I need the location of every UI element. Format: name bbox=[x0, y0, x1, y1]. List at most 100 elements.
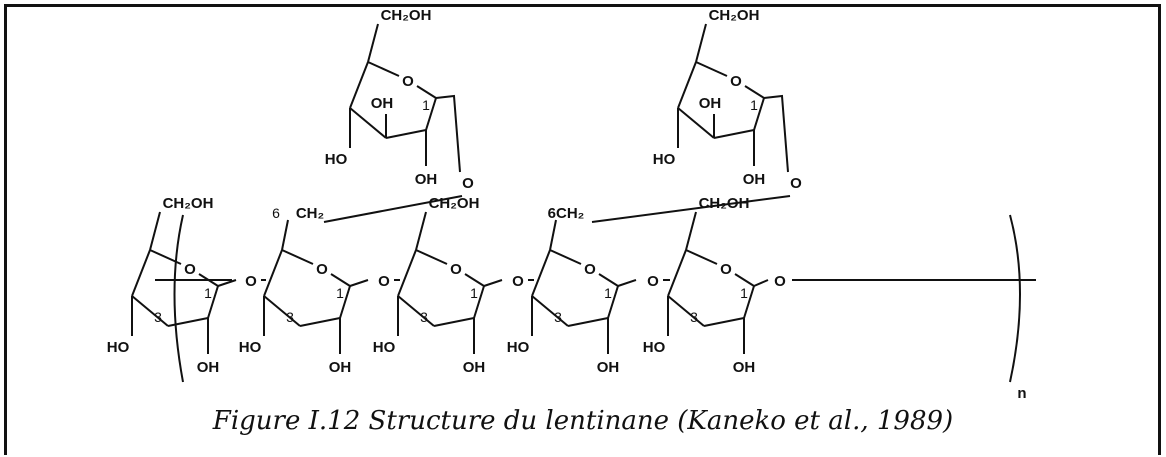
backbone-unit-2-bond-c5-c6 bbox=[281, 219, 289, 251]
backbone-unit-2-ring-oxygen: O bbox=[316, 261, 328, 278]
side-chain-unit-2-bond-o-c1 bbox=[744, 85, 765, 99]
backbone-unit-4-6ch2-label: 6CH₂ bbox=[548, 205, 585, 222]
lentinan-structure-diagram: O1CH₂OHHO3OHO1CH₂HO3OHO1CH₂OHHO3OHO16CH₂… bbox=[107, 7, 1036, 400]
backbone-unit-2-bond-c5-o bbox=[281, 249, 314, 265]
backbone-unit-3-c4-ho-label: HO bbox=[373, 339, 396, 356]
side-chain-unit-2-c2-oh-label: OH bbox=[743, 171, 766, 188]
polymer-bracket-right bbox=[1009, 214, 1021, 383]
side-chain-unit-1-bond-c5-o bbox=[367, 61, 400, 77]
backbone-unit-3-position-3-label: 3 bbox=[420, 309, 428, 325]
glycosidic-oxygen-1: O bbox=[245, 273, 257, 290]
backbone-unit-5-ring-oxygen: O bbox=[720, 261, 732, 278]
atom-labels: O1CH₂OHHO3OHO1CH₂HO3OHO1CH₂OHHO3OHO16CH₂… bbox=[107, 7, 1027, 400]
backbone-unit-3-ring-oxygen: O bbox=[450, 261, 462, 278]
backbone-unit-5-bond-c5-o bbox=[685, 249, 718, 265]
side-chain-unit-1-bond-c4-c5 bbox=[349, 61, 369, 109]
side-chain-unit-2-bond-o-c6 bbox=[591, 195, 791, 223]
backbone-unit-4-bond-c5-c6 bbox=[549, 219, 557, 251]
backbone-unit-1-c2-oh-label: OH bbox=[197, 359, 220, 376]
backbone-unit-5-c2-oh-label: OH bbox=[733, 359, 756, 376]
glycosidic-bond-2a bbox=[349, 279, 369, 287]
backbone-unit-1-position-1-label: 1 bbox=[204, 285, 212, 301]
backbone-unit-3-bond-c4-c5 bbox=[397, 249, 417, 297]
side-chain-unit-1-bond-c3-c4 bbox=[349, 107, 387, 139]
backbone-unit-3-position-1-label: 1 bbox=[470, 285, 478, 301]
backbone-unit-5-ch2oh-label: CH₂OH bbox=[699, 195, 750, 212]
backbone-unit-5-bond-o-c1 bbox=[734, 273, 755, 287]
side-chain-unit-2-linking-oxygen: O bbox=[790, 175, 802, 192]
backbone-unit-5-position-3-label: 3 bbox=[690, 309, 698, 325]
backbone-unit-3-c2-oh-label: OH bbox=[463, 359, 486, 376]
figure-frame bbox=[4, 4, 1161, 455]
side-chain-unit-2-bond-c1-o bbox=[763, 94, 789, 173]
side-chain-unit-2-c4-ho-label: HO bbox=[653, 151, 676, 168]
glycosidic-bond-4a bbox=[617, 279, 637, 287]
side-chain-unit-2-position-1-label: 1 bbox=[750, 97, 758, 113]
backbone-unit-2-c2-oh-label: OH bbox=[329, 359, 352, 376]
backbone-unit-3-bond-c5-o bbox=[415, 249, 448, 265]
backbone-unit-1-bond-c5-c6 bbox=[149, 211, 161, 251]
backbone-unit-1-c4-ho-label: HO bbox=[107, 339, 130, 356]
backbone-unit-4-position-1-label: 1 bbox=[604, 285, 612, 301]
backbone-unit-2-position-3-label: 3 bbox=[286, 309, 294, 325]
backbone-unit-4-bond-c4-c5 bbox=[531, 249, 551, 297]
glycosidic-oxygen-2: O bbox=[378, 273, 390, 290]
backbone-unit-3-bond-c3-c4 bbox=[397, 295, 435, 327]
side-chain-unit-2-ch2oh-label: CH₂OH bbox=[709, 7, 760, 24]
polymer-bracket-left bbox=[173, 214, 184, 383]
branch-position-6-label: 6 bbox=[272, 205, 280, 221]
backbone-unit-2-position-1-label: 1 bbox=[336, 285, 344, 301]
backbone-unit-5-bond-c4-c5 bbox=[667, 249, 687, 297]
bond-lines bbox=[131, 23, 1036, 383]
side-chain-unit-2-ring-oxygen: O bbox=[730, 73, 742, 90]
backbone-unit-4-ring-oxygen: O bbox=[584, 261, 596, 278]
repeat-unit-n-label: n bbox=[1017, 385, 1026, 400]
backbone-unit-3-ch2oh-label: CH₂OH bbox=[429, 195, 480, 212]
side-chain-unit-1-c2-oh-label: OH bbox=[415, 171, 438, 188]
side-chain-unit-1-bond-c1-o bbox=[435, 94, 461, 173]
side-chain-unit-2-bond-c3-c4 bbox=[677, 107, 715, 139]
backbone-unit-1-ring-oxygen: O bbox=[184, 261, 196, 278]
side-chain-unit-1-c4-ho-label: HO bbox=[325, 151, 348, 168]
backbone-unit-5-bond-c5-c6 bbox=[685, 211, 697, 251]
side-chain-unit-2-c3-oh-label: OH bbox=[699, 95, 722, 112]
backbone-unit-4-c4-ho-label: HO bbox=[507, 339, 530, 356]
backbone-unit-2-bond-c3-c4 bbox=[263, 295, 301, 327]
backbone-unit-1-ch2oh-label: CH₂OH bbox=[163, 195, 214, 212]
side-chain-unit-2-bond-c4-c5 bbox=[677, 61, 697, 109]
side-chain-unit-1-position-1-label: 1 bbox=[422, 97, 430, 113]
side-chain-unit-1-bond-o-c6 bbox=[323, 195, 463, 223]
backbone-unit-1-bond-c4-c5 bbox=[131, 249, 151, 297]
glycosidic-bond-1a bbox=[217, 279, 237, 287]
side-chain-unit-1-ch2oh-label: CH₂OH bbox=[381, 7, 432, 24]
terminal-oxygen: O bbox=[774, 273, 786, 290]
backbone-unit-2-bond-o-c1 bbox=[330, 273, 351, 287]
backbone-unit-5-c4-ho-label: HO bbox=[643, 339, 666, 356]
backbone-unit-5-position-1-label: 1 bbox=[740, 285, 748, 301]
side-chain-unit-2-bond-c5-c6 bbox=[695, 23, 707, 63]
backbone-unit-4-c2-oh-label: OH bbox=[597, 359, 620, 376]
backbone-unit-2-c4-ho-label: HO bbox=[239, 339, 262, 356]
side-chain-unit-1-ring-oxygen: O bbox=[402, 73, 414, 90]
backbone-unit-4-position-3-label: 3 bbox=[554, 309, 562, 325]
backbone-unit-3-bond-c5-c6 bbox=[415, 211, 427, 251]
figure-caption: Figure I.12 Structure du lentinane (Kane… bbox=[212, 406, 954, 436]
glycosidic-oxygen-3: O bbox=[512, 273, 524, 290]
backbone-unit-1-position-3-label: 3 bbox=[154, 309, 162, 325]
terminal-bond bbox=[753, 279, 769, 287]
side-chain-unit-1-bond-o-c1 bbox=[416, 85, 437, 99]
backbone-unit-3-bond-o-c1 bbox=[464, 273, 485, 287]
backbone-unit-5-bond-c3-c4 bbox=[667, 295, 705, 327]
side-chain-unit-2-bond-c5-o bbox=[695, 61, 728, 77]
side-chain-unit-1-bond-c5-c6 bbox=[367, 23, 379, 63]
backbone-unit-2-ch2-label: CH₂ bbox=[296, 205, 324, 222]
backbone-unit-2-bond-c4-c5 bbox=[263, 249, 283, 297]
side-chain-unit-1-c3-oh-label: OH bbox=[371, 95, 394, 112]
side-chain-unit-1-linking-oxygen: O bbox=[462, 175, 474, 192]
backbone-unit-1-bond-c3-c4 bbox=[131, 295, 169, 327]
backbone-unit-4-bond-c5-o bbox=[549, 249, 582, 265]
backbone-unit-4-bond-c3-c4 bbox=[531, 295, 569, 327]
glycosidic-oxygen-4: O bbox=[647, 273, 659, 290]
backbone-unit-4-bond-o-c1 bbox=[598, 273, 619, 287]
glycosidic-bond-3a bbox=[483, 279, 503, 287]
